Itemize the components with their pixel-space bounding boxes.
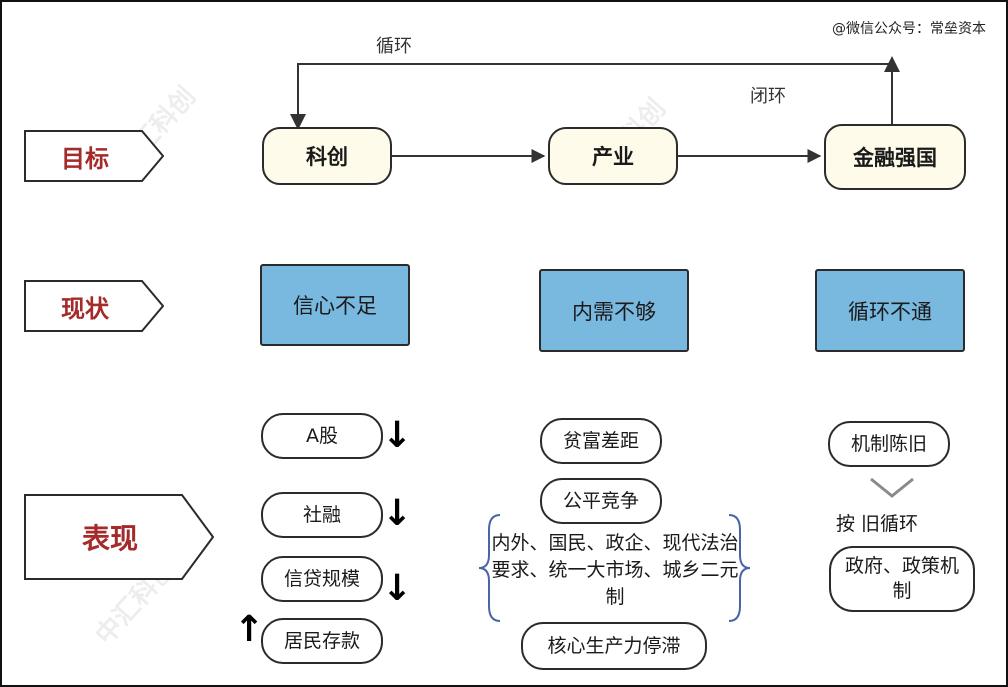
symptom-fair-competition: 公平竞争 (540, 478, 662, 524)
symptom-a-share: A股 (261, 413, 383, 459)
loop-label: 循环 (376, 36, 412, 57)
brace-right (728, 514, 751, 622)
status-node-neixu: 内需不够 (539, 269, 689, 352)
loop-arrowhead-up (884, 56, 900, 72)
loop-arrow (297, 63, 893, 126)
symptom-household-deposits: 居民存款 (261, 618, 383, 664)
loop-arrowhead-down (290, 114, 306, 130)
arrow-down-icon: ↓ (382, 493, 413, 534)
symptom-core-productivity: 核心生产力停滞 (521, 622, 707, 670)
brace-left (478, 514, 501, 622)
goal-node-kechuang: 科创 (262, 127, 392, 185)
row-label-status-text: 现状 (61, 294, 109, 323)
symptom-government-policy: 政府、政策机制 (829, 546, 975, 612)
symptom-credit-scale: 信贷规模 (261, 556, 383, 602)
arrow-up-icon: ↑ (234, 609, 265, 650)
row-label-symptom: 表现 (24, 494, 214, 580)
goal-node-jinrong-qiangguo: 金融强国 (824, 124, 966, 190)
symptom-outdated-mechanism: 机制陈旧 (828, 421, 950, 467)
row-label-goal-text: 目标 (61, 144, 109, 173)
watermark: @微信公众号：常垒资本 (832, 21, 986, 37)
row-label-status: 现状 (24, 280, 164, 332)
arrow-down-icon: ↓ (382, 415, 413, 456)
chevron-down-icon (870, 477, 914, 498)
row-label-goal: 目标 (24, 130, 164, 182)
symptom-social-financing: 社融 (261, 492, 383, 538)
status-node-xunhuan: 循环不通 (815, 269, 965, 352)
brace-text: 内外、国民、政企、现代法治要求、统一大市场、城乡二元制 (491, 532, 739, 608)
closed-loop-label: 闭环 (750, 86, 786, 107)
arrow-down-icon: ↓ (382, 568, 413, 609)
status-node-xinxin: 信心不足 (260, 264, 410, 346)
row-label-symptom-text: 表现 (81, 522, 138, 555)
symptom-wealth-gap: 贫富差距 (540, 418, 662, 464)
old-cycle-text: 按 旧循环 (836, 513, 919, 535)
goal-node-chanye: 产业 (548, 127, 678, 185)
